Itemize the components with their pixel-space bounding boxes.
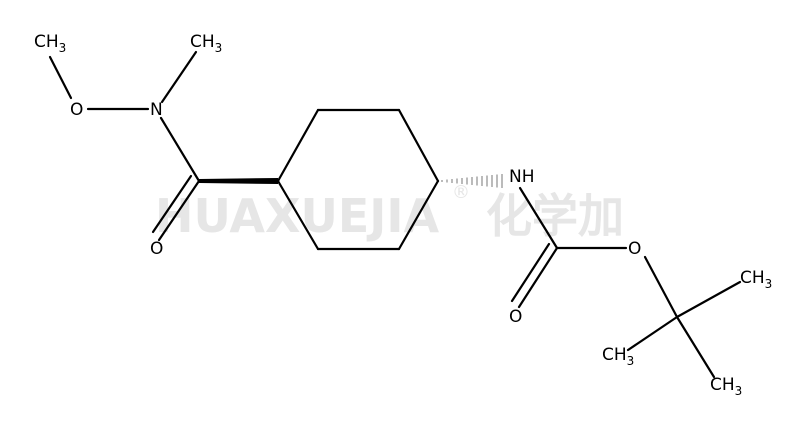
o-methyl-bond [48,55,73,100]
nitrogen-label: N [150,100,163,120]
watermark-registered: ® [452,182,470,203]
tbu-methyl-bond [675,280,742,319]
watermark-latin: HUAXUEJIA [155,189,440,243]
ring-bond [276,108,320,183]
carbamate-co-bond [517,246,559,309]
amide-cn-bond [159,116,201,183]
n-methyl-bond [160,50,198,104]
ring-bond [276,179,320,251]
nh-label: NH [509,167,535,187]
methyl-label: CH3 [190,32,222,55]
oxygen-label: O [70,100,83,120]
o-tbu-bond [643,255,679,319]
ring-bond [397,179,440,251]
carbamate-co-bond-double [510,242,551,303]
oxygen-label: O [628,239,641,259]
tbu-methyl-bond [675,315,716,379]
ring-bond [397,108,440,183]
methyl-label: CH3 [602,345,634,368]
hashed-wedge-bond [441,174,503,188]
oxygen-label: O [150,239,163,259]
methyl-label: CH3 [740,268,772,291]
watermark-chinese: 化学加 [486,189,624,243]
nh-c-bond [518,186,559,250]
methyl-label: CH3 [34,32,66,55]
carbonyl-bond-double [151,174,193,234]
oxygen-label: O [509,307,522,327]
tbu-methyl-bond [626,315,679,352]
carbonyl-bond [157,179,201,242]
methyl-label: CH3 [710,375,742,398]
wedge-bond [199,178,278,184]
